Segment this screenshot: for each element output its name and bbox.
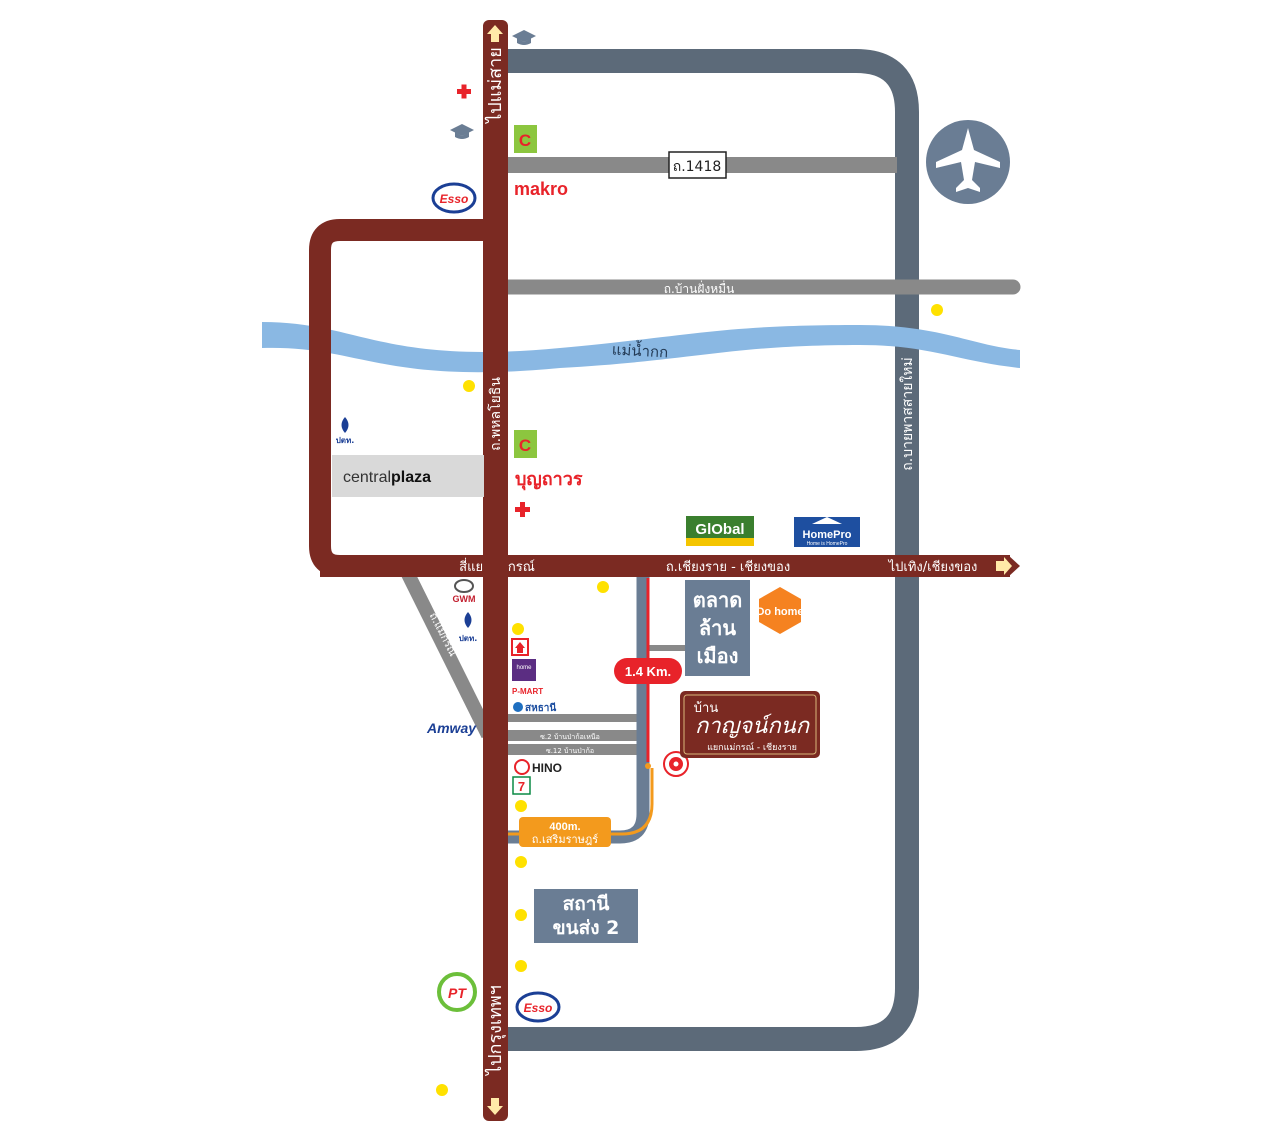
marker-dot <box>463 380 475 392</box>
soi-2-label: ซ.2 บ้านป่าก้อเหนือ <box>540 733 600 741</box>
ban-fang-muen-label: ถ.บ้านฝั่งหมื่น <box>664 280 735 296</box>
amway-logo: Amway <box>426 720 477 736</box>
marker-dot <box>515 856 527 868</box>
distance-400m-label: 400m. <box>549 821 580 833</box>
hospital-icon <box>457 84 471 99</box>
soi-2-road <box>507 730 637 741</box>
marker-dots <box>436 304 943 1096</box>
esso-logo: Esso <box>431 182 477 214</box>
phahonyothin-label: ถ.พหลโยธิน <box>487 377 504 451</box>
project-pin-icon <box>663 751 689 777</box>
lane-top <box>507 714 637 722</box>
ptt-logo: ปตท. <box>459 612 478 643</box>
route-1418-sign <box>668 151 727 179</box>
bus-station-2-box: สถานี ขนส่ง 2 <box>534 889 638 943</box>
distance-badge-400m <box>519 817 611 847</box>
central-plaza-box <box>332 455 484 497</box>
svg-text:ปตท.: ปตท. <box>336 436 355 445</box>
bypass-label: ถ.บายพาสสายใหม่ <box>899 357 916 470</box>
soi-12-road <box>507 744 637 755</box>
marker-dot <box>515 960 527 972</box>
arrow-up-icon <box>487 25 503 42</box>
global-house-logo: GlObal <box>686 516 754 546</box>
central-plaza-logo: centralplaza <box>343 469 431 486</box>
hino-logo: HINO <box>514 759 562 775</box>
homepro-logo: HomePro Home is HomePro <box>794 517 860 547</box>
market-line: เมือง <box>696 644 739 668</box>
route-400m-end <box>645 763 651 769</box>
esso-logo: Esso <box>515 991 561 1023</box>
bigc-logo: C <box>514 430 537 458</box>
route-400m <box>507 768 654 836</box>
svg-text:สหธานี: สหธานี <box>525 702 556 714</box>
project-name: กาญจน์กนก <box>695 713 811 739</box>
distance-1-4km-label: 1.4 Km. <box>625 664 671 679</box>
phahonyothin-road <box>483 20 508 1121</box>
marker-dot <box>597 581 609 593</box>
pt-logo: PT <box>437 972 477 1012</box>
market-connector <box>637 645 687 651</box>
marker-dot <box>436 1084 448 1096</box>
soem-rat-label: ถ.เสริมราษฎร์ <box>532 833 599 846</box>
route-1418-label: ถ.1418 <box>673 159 722 175</box>
arrow-down-icon <box>487 1098 503 1115</box>
makro-logo: makro <box>514 179 568 199</box>
lan-mueang-market-box: ตลาด ล้าน เมือง <box>685 580 750 676</box>
svg-text:HINO: HINO <box>532 761 562 775</box>
svg-text:Esso: Esso <box>524 1001 553 1015</box>
house-icon <box>511 638 529 656</box>
project-subtitle: แยกแม่กรณ์ - เชียงราย <box>707 741 797 753</box>
to-bangkok-label: ไปกรุงเทพฯ <box>484 985 506 1077</box>
svg-text:HomePro: HomePro <box>803 529 852 541</box>
soi-12-label: ซ.12 บ้านป่าก้อ <box>546 747 594 755</box>
marker-dot <box>515 909 527 921</box>
boonthavorn-logo: บุญถาวร <box>515 469 583 491</box>
bus-station-line: ขนส่ง 2 <box>552 917 620 939</box>
svg-text:Do home: Do home <box>756 606 803 618</box>
ptt-logo: ปตท. <box>336 417 355 445</box>
hospital-icon <box>515 502 530 517</box>
svg-text:ปตท.: ปตท. <box>459 634 478 643</box>
marker-dot <box>512 623 524 635</box>
seven-eleven-logo: 7 <box>512 776 531 795</box>
project-small-label: บ้าน <box>694 701 719 716</box>
svg-text:GWM: GWM <box>453 594 476 604</box>
project-sign <box>680 691 820 758</box>
bypass-road <box>508 49 919 1051</box>
marker-dot <box>515 800 527 812</box>
market-line: ล้าน <box>698 616 737 640</box>
to-mae-sai-label: ไปแม่สาย <box>484 47 506 125</box>
river-label: แม่น้ำกก <box>611 339 668 362</box>
svg-text:home: home <box>516 665 532 671</box>
chiangrai-chiangkhong-label: ถ.เชียงราย - เชียงของ <box>666 559 790 575</box>
dohome-logo: Do home <box>756 587 804 634</box>
svg-text:C: C <box>519 131 531 150</box>
mae-korn-road <box>399 566 495 739</box>
project-sign-border <box>683 694 817 755</box>
bigc-logo: C <box>514 125 537 153</box>
svg-text:C: C <box>519 436 531 455</box>
arrow-right-icon <box>996 557 1012 575</box>
sahathanee-logo: สหธานี <box>513 702 556 714</box>
distance-badge-1-4km <box>614 658 682 684</box>
market-line: ตลาด <box>692 588 743 612</box>
svg-text:Home is HomePro: Home is HomePro <box>807 541 848 547</box>
to-thoeng-label: ไปเทิง/เชียงของ <box>888 559 978 575</box>
chiangkhong-road-tip <box>1008 555 1020 577</box>
mae-korn-loop <box>309 219 494 577</box>
svg-text:PT: PT <box>448 985 467 1001</box>
svg-text:7: 7 <box>518 779 525 794</box>
airport-icon <box>926 120 1010 204</box>
svg-text:GlObal: GlObal <box>695 521 744 538</box>
bus-station-line: สถานี <box>562 893 610 915</box>
svg-text:Esso: Esso <box>440 192 469 206</box>
school-icon <box>512 30 536 45</box>
marker-dot <box>931 304 943 316</box>
gwm-logo: GWM <box>453 579 476 604</box>
home-collection-logo: home <box>512 659 536 681</box>
pmart-logo: P-MART <box>512 687 543 696</box>
school-icon <box>450 124 474 139</box>
kok-river <box>262 322 1020 373</box>
